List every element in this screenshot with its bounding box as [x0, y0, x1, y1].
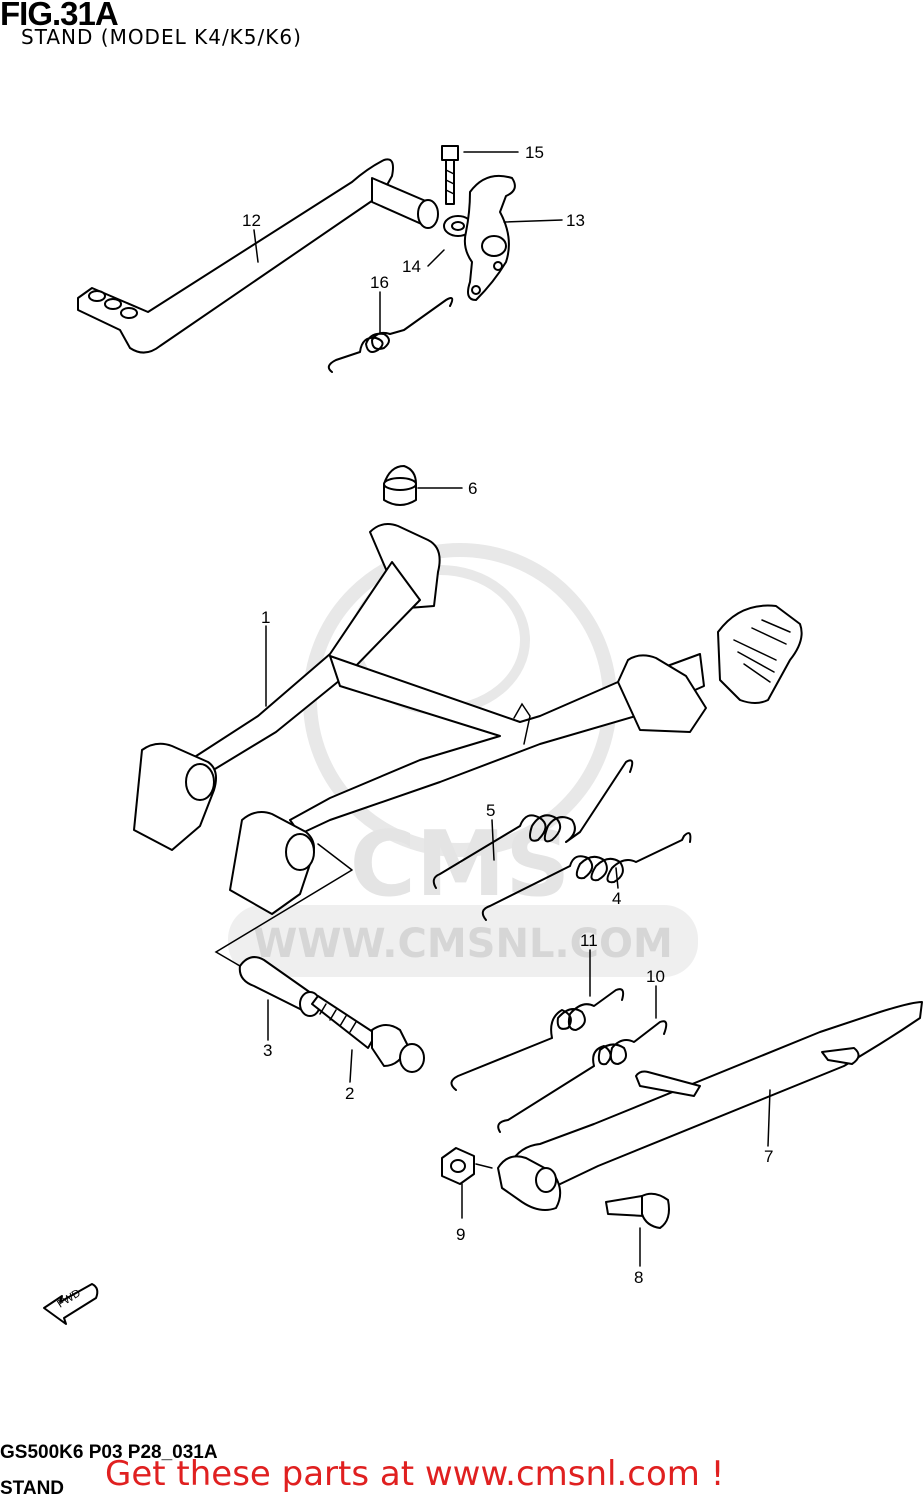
part-16-spring — [327, 297, 454, 373]
fwd-arrow: FWD — [43, 1283, 99, 1325]
callout-3: 3 — [263, 1041, 272, 1060]
figure-subtitle: STAND (MODEL K4/K5/K6) — [21, 25, 302, 49]
callout-1: 1 — [261, 608, 270, 627]
callout-14: 14 — [402, 257, 421, 276]
callout-15: 15 — [525, 143, 544, 162]
callout-6: 6 — [468, 479, 477, 498]
callout-2: 2 — [345, 1084, 354, 1103]
figure-number: FIG.31A — [0, 0, 119, 32]
watermark-logo-text: CMS — [350, 812, 570, 917]
part-5-spring — [432, 759, 634, 889]
callout-7: 7 — [764, 1147, 773, 1166]
section-name: STAND — [0, 1478, 65, 1499]
callout-5: 5 — [486, 801, 495, 820]
watermark-url-bar — [228, 905, 698, 977]
part-9-nut — [441, 1147, 475, 1185]
part-13-arm — [463, 174, 516, 301]
callout-13: 13 — [566, 211, 585, 230]
callout-8: 8 — [634, 1268, 643, 1287]
part-15-bolt — [441, 145, 459, 205]
part-10-spring — [497, 1020, 668, 1133]
callout-11: 11 — [580, 931, 598, 950]
callout-12: 12 — [242, 211, 261, 230]
callout-4: 4 — [612, 889, 621, 908]
promo-link[interactable]: Get these parts at www.cmsnl.com ! — [105, 1454, 725, 1494]
part-1-main-stand — [133, 523, 803, 915]
part-2-bolt — [311, 995, 425, 1073]
part-4-spring — [481, 832, 692, 921]
part-8-pivot-bolt — [605, 1192, 670, 1229]
part-7-side-stand — [497, 1001, 923, 1211]
part-12-brake-pedal — [77, 158, 439, 354]
callout-9: 9 — [456, 1225, 465, 1244]
watermark: CMS WWW.CMSNL.COM — [228, 543, 698, 977]
leader-lines — [253, 151, 771, 1267]
part-11-spring — [450, 988, 625, 1091]
reference-lines — [214, 843, 353, 967]
watermark-url-text: WWW.CMSNL.COM — [253, 921, 673, 967]
callout-10: 10 — [646, 967, 665, 986]
diagram-code: GS500K6 P03 P28_031A — [0, 1442, 218, 1463]
part-6-cap — [383, 465, 417, 506]
callout-16: 16 — [370, 273, 389, 292]
